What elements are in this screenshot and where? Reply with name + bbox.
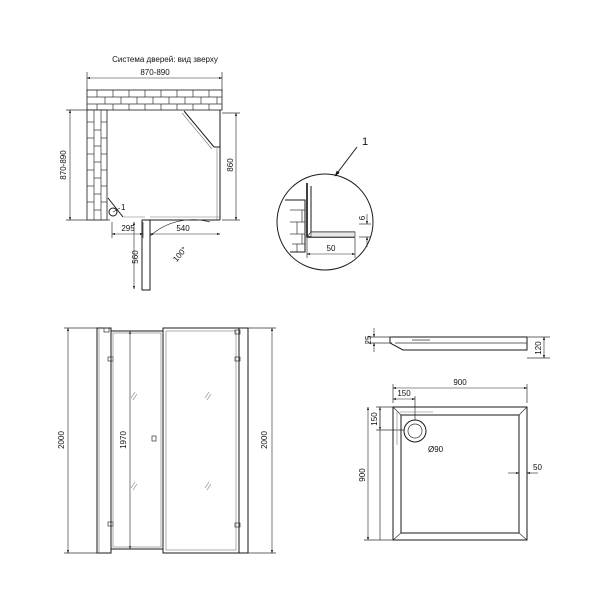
plan-depth-dimension: 860 bbox=[222, 112, 240, 221]
detail-brick-wall bbox=[285, 199, 306, 253]
hinge-callout: 1 bbox=[108, 203, 126, 217]
drain-icon bbox=[403, 419, 427, 443]
plan-width-dimension: 870-890 bbox=[86, 68, 223, 92]
door-depth-dimension: 560 bbox=[131, 221, 140, 290]
detail-gap-dimension: 6 bbox=[358, 214, 371, 247]
plan-height-dimension: 870-890 bbox=[59, 109, 110, 221]
plan-view: Система дверей: вид зверху 870-890 bbox=[59, 55, 240, 291]
front-view: 2000 1970 2000 bbox=[57, 327, 276, 554]
drain-x-dimension: 150 bbox=[392, 389, 416, 420]
door-depth-label: 560 bbox=[131, 250, 140, 264]
tray-height-top-dimension: 900 bbox=[358, 406, 393, 541]
door-handle-icon bbox=[151, 435, 157, 442]
top-brick-wall bbox=[86, 89, 223, 111]
tray-side-view: 25 120 bbox=[364, 328, 550, 359]
detail-width-label: 50 bbox=[327, 244, 336, 253]
tray-rim-width-dimension: 50 bbox=[508, 463, 542, 475]
tray-body bbox=[392, 406, 528, 541]
detail-width-dimension: 50 bbox=[306, 238, 356, 258]
front-right-height-label: 2000 bbox=[260, 431, 269, 449]
detail-profile bbox=[306, 183, 356, 238]
tray-height-dimension: 120 bbox=[527, 336, 550, 359]
plan-view-title: Система дверей: вид зверху bbox=[112, 55, 218, 64]
front-right-edge-panel bbox=[234, 327, 249, 554]
tray-top-view: 900 150 150 900 bbox=[358, 378, 542, 541]
left-brick-wall bbox=[86, 109, 108, 221]
drain-x-label: 150 bbox=[397, 389, 411, 398]
cabin-outline bbox=[107, 110, 221, 221]
detail-gap-label: 6 bbox=[358, 215, 367, 220]
drain-y-dimension: 150 bbox=[370, 406, 404, 431]
plan-width-label: 870-890 bbox=[140, 68, 170, 77]
front-door-height-label: 1970 bbox=[119, 431, 128, 449]
hinge-label: 1 bbox=[121, 203, 126, 212]
tray-height-top-label: 900 bbox=[358, 468, 367, 482]
tray-width-label: 900 bbox=[453, 378, 467, 387]
front-right-panel bbox=[162, 327, 240, 554]
detail-view: 1 6 bbox=[276, 136, 374, 271]
tray-rim-dimension: 25 bbox=[364, 328, 392, 352]
door-open bbox=[141, 219, 211, 291]
plan-depth-label: 860 bbox=[226, 158, 235, 172]
angle-annotation: 100° bbox=[171, 245, 189, 263]
detail-callout-label: 1 bbox=[362, 136, 368, 148]
seg1-label: 295 bbox=[121, 224, 135, 233]
seg2-label: 540 bbox=[176, 224, 190, 233]
angle-label: 100° bbox=[171, 245, 189, 263]
drain-diameter-label: Ø90 bbox=[428, 445, 444, 454]
front-left-height-label: 2000 bbox=[57, 431, 66, 449]
drain-y-label: 150 bbox=[370, 412, 379, 426]
plan-height-label: 870-890 bbox=[59, 150, 68, 180]
plan-bottom-dimensions: 295 540 bbox=[111, 222, 221, 238]
front-right-height-dimension: 2000 bbox=[248, 327, 276, 554]
front-door-height-dimension: 1970 bbox=[119, 330, 138, 550]
tray-rim-width-label: 50 bbox=[533, 463, 542, 472]
tray-rim-label: 25 bbox=[364, 335, 373, 344]
tray-height-label: 120 bbox=[534, 341, 543, 355]
front-left-height-dimension: 2000 bbox=[57, 327, 98, 554]
